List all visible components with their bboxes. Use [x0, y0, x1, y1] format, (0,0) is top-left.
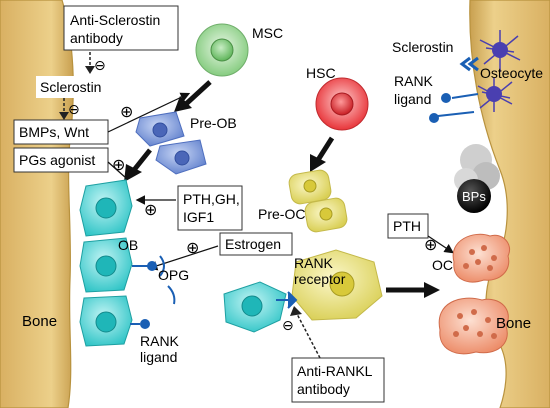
anti-rankl-label-1: Anti-RANKL: [297, 363, 373, 379]
hsc-to-preoc-arrow: [315, 136, 335, 162]
rank-ligand-right-label-2: ligand: [394, 91, 431, 107]
preob-to-ob-arrow: [132, 148, 152, 172]
ob-cell-center: [223, 281, 287, 333]
anti-sclerostin-label-1: Anti-Sclerostin: [70, 12, 160, 28]
bmps-wnt-label: BMPs, Wnt: [19, 124, 89, 140]
estrogen-box: [219, 232, 293, 256]
sclerostin-left-box: [36, 76, 108, 98]
anti-rankl-arrowhead: [290, 306, 302, 316]
bmps-wnt-box: [13, 119, 109, 145]
rank-ligand-left-label-2: ligand: [140, 349, 177, 365]
anti-rankl-inhibit-line: [295, 311, 321, 359]
estrogen-label: Estrogen: [225, 236, 281, 252]
minus-symbol-2: ⊖: [68, 101, 80, 117]
ob-cell-bottom: [79, 295, 133, 347]
ob-label: OB: [118, 237, 138, 253]
pre-oc-nucleus-1: [303, 179, 317, 193]
rank-receptor-label-2: receptor: [294, 271, 346, 287]
plus-symbol-pth: ⊕: [144, 202, 157, 219]
minus-symbol-rankl: ⊖: [282, 317, 294, 333]
anti-sclerostin-arrowhead: [85, 66, 95, 74]
oc-cell-bottom: [438, 297, 509, 355]
plus-symbol-bmp: ⊕: [120, 104, 133, 121]
rank-ligand-left-label-1: RANK: [140, 333, 180, 349]
msc-label: MSC: [252, 25, 283, 41]
preoc-to-oc-arrowhead: [424, 282, 440, 298]
sclerostin-right-label: Sclerostin: [392, 39, 453, 55]
bmp-to-msc-arrow: [107, 92, 191, 133]
pre-oc-nucleus-2: [319, 207, 333, 221]
bps-particle: [454, 144, 500, 213]
oc-label: OC: [432, 257, 453, 273]
preob-to-ob-arrowhead: [124, 164, 142, 182]
pth-gh-box: [177, 185, 243, 231]
pre-ob-nucleus-1: [152, 122, 168, 138]
opg-molecule: [132, 255, 176, 305]
pth-gh-label-2: IGF1: [183, 209, 214, 225]
anti-sclerostin-box: [63, 5, 179, 51]
msc-to-preob-arrowhead: [174, 96, 192, 112]
sclerostin-left-label: Sclerostin: [40, 79, 101, 95]
bmp-to-ob-arrow: [107, 161, 127, 179]
hsc-to-preoc-arrowhead: [310, 154, 326, 172]
pth-right-label: PTH: [393, 218, 421, 234]
anti-sclerostin-label-2: antibody: [70, 30, 123, 46]
estrogen-arrow: [147, 245, 219, 271]
anti-rankl-box: [291, 357, 385, 403]
bps-label: BPs: [462, 189, 486, 204]
osteocyte-1: [479, 30, 521, 72]
left-bone: [0, 0, 74, 408]
msc-to-preob-arrow: [184, 80, 212, 106]
pgs-agonist-box: [13, 147, 109, 173]
ob-cell-top: [79, 179, 133, 237]
rank-ligand-right-molecule-1: [441, 93, 479, 103]
bone-left-label: Bone: [22, 313, 57, 330]
sclerostin-chevrons: [459, 56, 479, 72]
rank-ligand-left: [130, 319, 150, 329]
hsc-label: HSC: [306, 65, 336, 81]
sclerostin-arrowhead: [59, 112, 69, 120]
pre-ob-nucleus-2: [174, 150, 190, 166]
rank-binding: [276, 291, 298, 309]
rank-ligand-right-molecule-2: [429, 111, 475, 123]
bone-right-label: Bone: [496, 315, 531, 332]
pth-gh-label-1: PTH,GH,: [183, 191, 240, 207]
plus-symbol-pth-right: ⊕: [424, 237, 437, 254]
rank-ligand-right-label-1: RANK: [394, 73, 434, 89]
pre-oc-fused-cell: [291, 249, 383, 321]
pth-right-box: [387, 213, 429, 239]
opg-label: OPG: [158, 267, 189, 283]
plus-symbol-pg: ⊕: [112, 157, 125, 174]
osteocyte-label: Osteocyte: [480, 65, 543, 81]
pre-oc-label: Pre-OC: [258, 206, 305, 222]
rank-receptor-label-1: RANK: [294, 255, 334, 271]
oc-cell-top: [452, 233, 510, 283]
pgs-agonist-label: PGs agonist: [19, 152, 95, 168]
pth-to-oc-arrow: [427, 235, 454, 254]
pre-ob-label: Pre-OB: [190, 115, 237, 131]
hsc-nucleus: [330, 92, 354, 116]
ob-cell-middle: [79, 237, 133, 293]
osteocyte-2: [477, 78, 513, 112]
minus-symbol-1: ⊖: [94, 57, 106, 73]
msc-nucleus: [210, 38, 234, 62]
anti-rankl-label-2: antibody: [297, 381, 350, 397]
